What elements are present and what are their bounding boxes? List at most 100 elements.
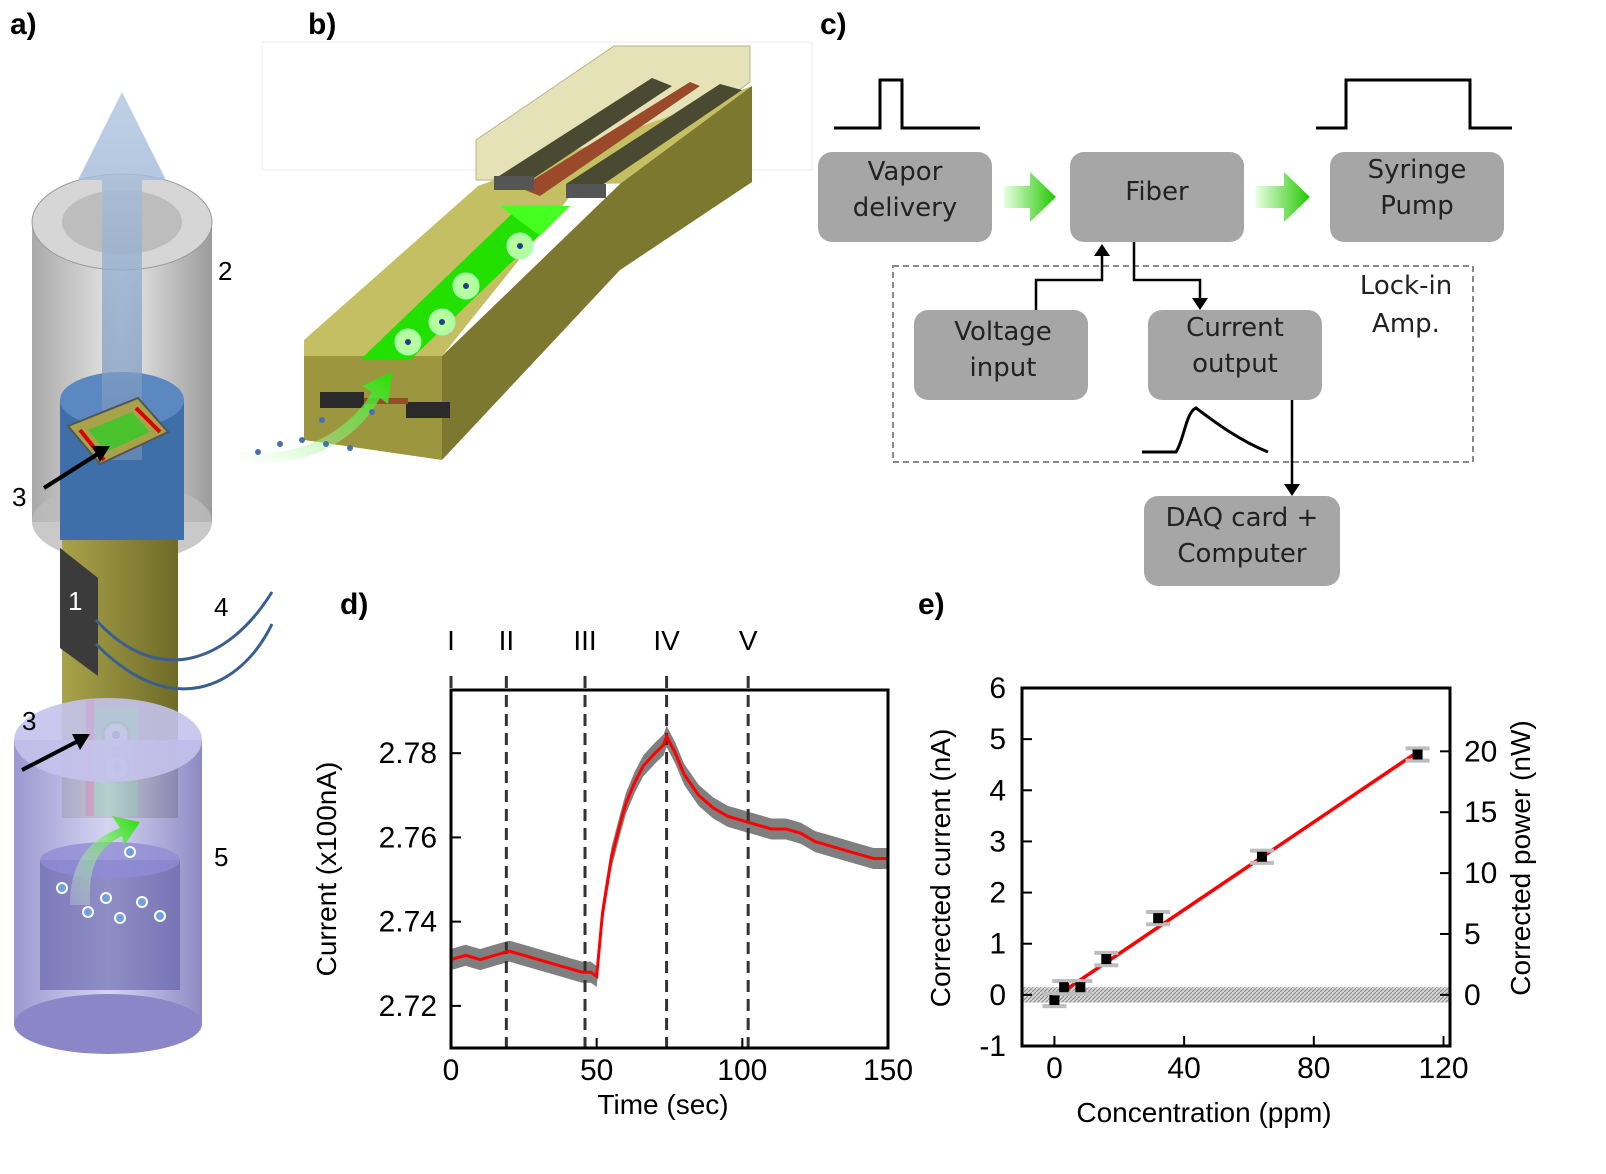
x-tick-label: 0 [443,1054,460,1087]
series-trace [450,732,888,980]
data-point-6 [1256,851,1267,862]
y-right-tick-label: 10 [1464,857,1497,890]
panel-label-d: d) [340,588,368,621]
device-illustration [14,92,274,1054]
x-tick-label: 150 [863,1054,913,1087]
y-ticks-left: -1 0 1 2 3 4 5 6 [979,672,1032,1063]
y-right-tick-label: 15 [1464,796,1497,829]
lockin-label-line1: Lock-in [1360,271,1452,301]
e-ylabel: Corrected current (nA) [925,729,956,1008]
lockin-frame [892,265,1474,463]
label-3-lower: 3 [22,706,36,736]
d-ylabel: Current (x100nA) [311,762,342,977]
y-tick-label: 2.74 [379,906,437,939]
x-tick-label: 50 [580,1054,613,1087]
label-1: 1 [68,586,82,616]
marker-label-1: I [447,625,455,656]
voltage-to-fiber-line [1034,252,1104,310]
syringe-label-line1: Syringe [1368,155,1467,185]
e-ylabel-right: Corrected power (nW) [1505,720,1536,995]
noise-floor-band [1022,987,1450,1003]
data-point-3 [1075,982,1086,993]
fiber-to-current-line [1132,242,1202,300]
marker-label-3: III [573,625,596,656]
y-right-tick-label: 20 [1464,735,1497,768]
input-pulse-waveform [834,78,980,130]
chip-illustration [240,41,813,464]
panel-label-c: c) [820,8,847,41]
marker-label-2: II [499,625,515,656]
flow-arrow-2 [1256,172,1310,222]
x-tick-label: 120 [1418,1052,1468,1085]
response-waveform [1142,406,1269,454]
current-label-line2: output [1192,349,1278,379]
y-tick-label: 2.72 [379,990,437,1023]
data-point-1 [1049,994,1060,1005]
current-label-line1: Current [1186,313,1284,343]
y-tick-label: 3 [989,825,1006,858]
vapor-delivery-box [818,152,992,242]
panel-label-b: b) [308,8,336,41]
voltage-label-line2: input [970,353,1037,383]
data-points [1042,746,1430,1009]
data-point-7 [1412,749,1423,760]
noise-band [451,725,888,987]
panel-label-a: a) [10,8,37,41]
x-tick-label: 40 [1167,1052,1200,1085]
marker-label-5: V [739,625,758,656]
panel-label-e: e) [918,588,945,621]
fit-line [1053,750,1419,999]
marker-label-4: IV [653,625,680,656]
y-right-tick-label: 5 [1464,918,1481,951]
noise-floor-rect [1022,987,1450,1003]
voltage-input-box [914,310,1088,400]
y-right-tick-label: 0 [1464,979,1481,1012]
y-ticks: 2.72 2.74 2.76 2.78 [379,737,461,1023]
syringe-label-line2: Pump [1380,191,1454,221]
y-tick-label: 5 [989,723,1006,756]
vapor-label-line2: delivery [853,193,957,223]
y-tick-label: 4 [989,774,1006,807]
y-tick-label: 0 [989,979,1006,1012]
y-tick-label: -1 [979,1030,1006,1063]
daq-computer-box [1144,496,1340,586]
data-point-2 [1059,982,1070,993]
current-trace [450,732,888,980]
x-tick-label: 0 [1046,1052,1063,1085]
calibration-chart: 0 40 80 120 -1 0 1 2 3 4 5 6 0 5 10 15 20 Concentratio… [925,672,1536,1128]
syringe-pump-box [1330,152,1504,242]
lockin-label-line2: Amp. [1372,309,1440,339]
daq-label-line1: DAQ card + [1166,503,1319,533]
fiber-label: Fiber [1125,177,1189,207]
label-4: 4 [214,592,228,622]
e-xlabel: Concentration (ppm) [1076,1097,1331,1128]
y-tick-label: 2 [989,877,1006,910]
label-3-upper: 3 [12,482,26,512]
y-tick-label: 1 [989,928,1006,961]
vapor-label-line1: Vapor [868,157,943,187]
data-point-5 [1153,913,1164,924]
fiber-box [1070,152,1244,242]
x-tick-label: 80 [1297,1052,1330,1085]
voltage-label-line1: Voltage [954,317,1052,347]
flow-arrow-1 [1004,172,1056,222]
plot-frame-e [1020,686,1452,1048]
output-pulse-waveform [1316,78,1512,130]
y-tick-label: 2.78 [379,737,437,770]
current-output-box [1148,310,1322,400]
y-ticks-right: 0 5 10 15 20 [1440,735,1497,1012]
x-ticks: 0 40 80 120 [1046,1036,1469,1085]
y-tick-label: 2.76 [379,821,437,854]
daq-label-line2: Computer [1177,539,1307,569]
plot-frame-d [449,688,890,1050]
noise-band-area [451,725,888,987]
linear-fit [1053,750,1419,999]
y-tick-label: 6 [989,672,1006,705]
data-point-4 [1101,954,1112,965]
label-2: 2 [218,256,232,286]
label-5: 5 [214,842,228,872]
d-xlabel: Time (sec) [597,1089,728,1120]
